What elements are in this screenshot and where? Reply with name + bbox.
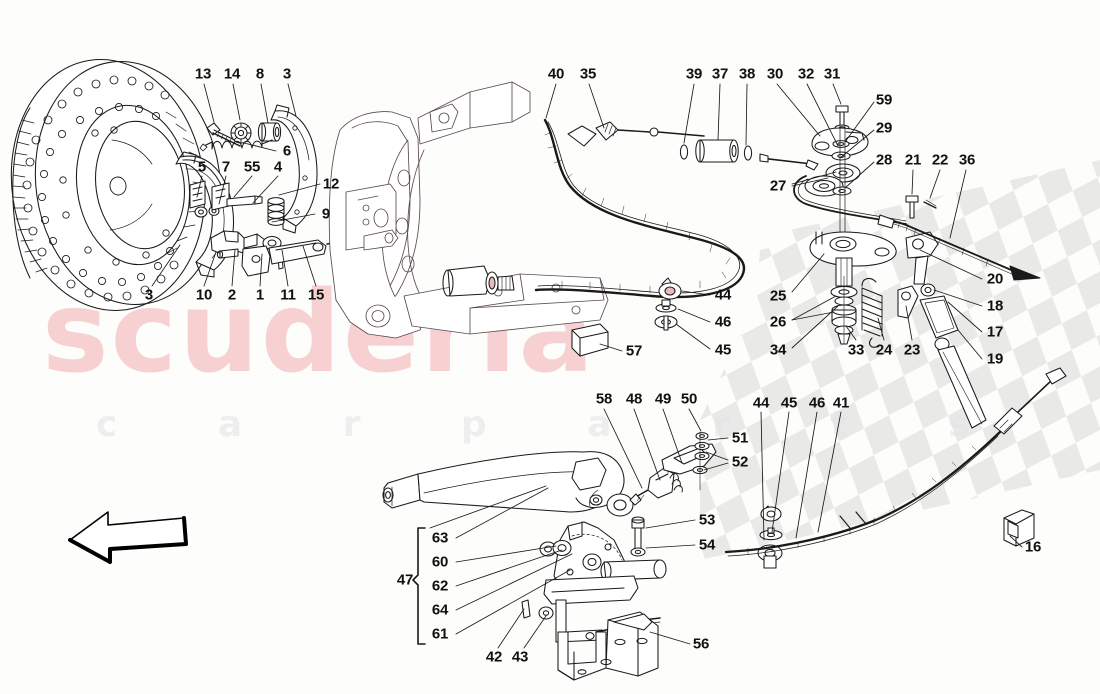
callout-37: 37 xyxy=(711,65,729,83)
parts-21-22-36-rod xyxy=(877,195,1041,281)
callout-22: 22 xyxy=(931,151,949,169)
callout-38: 38 xyxy=(738,65,756,83)
callout-44t: 44 xyxy=(714,286,732,304)
parts-lower-grommets-cable xyxy=(724,367,1067,569)
parts-44-46-45-upper xyxy=(654,277,682,331)
callout-24: 24 xyxy=(875,341,893,359)
handbrake-lever-assembly xyxy=(382,451,667,643)
callout-41: 41 xyxy=(832,394,850,412)
callout-48: 48 xyxy=(625,390,643,408)
callout-39: 39 xyxy=(685,65,703,83)
callout-29: 29 xyxy=(875,119,893,137)
callout-49: 49 xyxy=(654,390,672,408)
callout-62: 62 xyxy=(431,577,449,595)
callout-32: 32 xyxy=(797,65,815,83)
callout-27: 27 xyxy=(769,177,787,195)
callout-3b: 3 xyxy=(144,286,154,304)
parts-equalizer-top xyxy=(793,105,907,233)
part-57-rubber-block xyxy=(571,323,609,357)
callout-12: 12 xyxy=(322,175,340,193)
part-12-spring-stack xyxy=(267,197,285,226)
callout-20: 20 xyxy=(986,270,1004,288)
callout-54: 54 xyxy=(698,536,716,554)
callout-10: 10 xyxy=(195,286,213,304)
parts-39-37-38-rod-sleeve xyxy=(679,139,819,171)
callout-45b: 45 xyxy=(780,394,798,412)
callout-7: 7 xyxy=(221,158,231,176)
callout-30: 30 xyxy=(766,65,784,83)
direction-arrow xyxy=(68,511,188,564)
part-25-bracket xyxy=(809,231,897,287)
part-56-mounting-bracket xyxy=(557,611,659,681)
callout-15: 15 xyxy=(307,286,325,304)
hub-carrier-casting xyxy=(328,81,609,339)
callout-45t: 45 xyxy=(714,341,732,359)
callout-44b: 44 xyxy=(752,394,770,412)
callout-36: 36 xyxy=(958,151,976,169)
callout-23: 23 xyxy=(903,341,921,359)
callout-52: 52 xyxy=(731,453,749,471)
callout-35: 35 xyxy=(579,65,597,83)
callout-51: 51 xyxy=(731,429,749,447)
callout-59: 59 xyxy=(875,91,893,109)
callout-21: 21 xyxy=(904,151,922,169)
callout-4: 4 xyxy=(273,158,283,176)
callout-47: 47 xyxy=(396,571,414,589)
callout-64: 64 xyxy=(431,601,449,619)
callout-46t: 46 xyxy=(714,313,732,331)
callout-56: 56 xyxy=(692,635,710,653)
parts-53-54-bolt xyxy=(630,516,646,557)
callout-17: 17 xyxy=(986,323,1004,341)
part-24-tension-spring xyxy=(861,277,883,348)
callout-57: 57 xyxy=(625,342,643,360)
callout-11: 11 xyxy=(280,286,296,304)
callout-53: 53 xyxy=(698,511,716,529)
callout-28: 28 xyxy=(875,151,893,169)
callout-50: 50 xyxy=(680,390,698,408)
callout-63: 63 xyxy=(431,529,449,547)
parts-42-43 xyxy=(521,599,554,620)
callout-26: 26 xyxy=(769,313,787,331)
callout-5: 5 xyxy=(197,158,207,176)
callout-42: 42 xyxy=(485,648,503,666)
callout-3t: 3 xyxy=(282,65,292,83)
callout-43: 43 xyxy=(511,648,529,666)
parts-26-34-33-bushing-stack xyxy=(830,275,858,345)
callout-33: 33 xyxy=(847,341,865,359)
callout-61: 61 xyxy=(431,625,449,643)
callout-18: 18 xyxy=(986,297,1004,315)
callout-8: 8 xyxy=(255,65,265,83)
callout-31: 31 xyxy=(823,65,841,83)
parts-ratchet-rod xyxy=(629,431,717,506)
callout-40: 40 xyxy=(547,65,565,83)
callout-25: 25 xyxy=(769,287,787,305)
callout-34: 34 xyxy=(769,341,787,359)
part-14-adjuster-wheel xyxy=(230,122,252,144)
parts-60-62-64-washers xyxy=(539,539,572,557)
part-8-sleeve xyxy=(257,122,282,142)
bracket-47-brace xyxy=(412,527,426,645)
callout-14: 14 xyxy=(223,65,241,83)
callout-6: 6 xyxy=(282,142,292,160)
part-6-return-spring xyxy=(199,139,273,152)
callout-13: 13 xyxy=(194,65,212,83)
parts-expander-cluster xyxy=(210,230,346,277)
callout-46b: 46 xyxy=(808,394,826,412)
callout-19: 19 xyxy=(986,350,1004,368)
part-35-rear-cable xyxy=(442,118,745,299)
callout-1: 1 xyxy=(255,286,265,304)
parts-turnbuckle-chain xyxy=(897,231,987,429)
callout-60: 60 xyxy=(431,553,449,571)
part-4-pin xyxy=(226,195,263,207)
callout-55: 55 xyxy=(243,158,261,176)
leader-lines xyxy=(151,83,1023,649)
callout-16: 16 xyxy=(1024,538,1042,556)
callout-2: 2 xyxy=(227,286,237,304)
callout-9: 9 xyxy=(321,205,331,223)
callout-58: 58 xyxy=(595,390,613,408)
